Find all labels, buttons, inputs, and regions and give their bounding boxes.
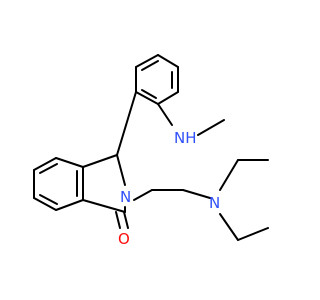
bond	[82, 199, 126, 213]
bond	[197, 119, 225, 136]
fused-benzene-ring	[33, 157, 84, 211]
bond	[55, 157, 84, 168]
molecule-canvas: NH N N O	[33, 54, 269, 248]
amine-nitrogen-label: N	[209, 194, 220, 212]
upper-phenyl-ring	[135, 54, 179, 105]
bond	[157, 54, 179, 68]
bond	[123, 211, 129, 229]
bond	[219, 213, 239, 241]
methylamino-group	[157, 103, 225, 136]
bond	[133, 189, 153, 201]
bond	[237, 227, 269, 241]
bond	[182, 189, 211, 199]
lactam-ring	[82, 154, 126, 213]
bond	[219, 159, 239, 191]
bond	[141, 89, 157, 99]
bond	[33, 157, 57, 171]
bond	[135, 91, 159, 105]
bond	[157, 91, 179, 105]
bond	[116, 91, 137, 156]
bond	[157, 103, 173, 126]
bond	[33, 197, 57, 211]
carbonyl-group	[115, 211, 129, 229]
bond	[115, 211, 121, 229]
bond	[39, 163, 58, 174]
nh-atom-label: NH	[174, 129, 197, 147]
molecule-structure: NH N N O	[33, 54, 269, 248]
ring-nitrogen-label: N	[120, 188, 131, 206]
bond	[55, 199, 84, 211]
bond	[116, 154, 126, 186]
diethylaminoethyl-chain	[133, 159, 269, 241]
bond	[141, 60, 159, 71]
bond	[135, 54, 159, 68]
bond	[82, 154, 118, 168]
carbonyl-oxygen-label: O	[118, 230, 130, 248]
bond	[39, 194, 58, 205]
